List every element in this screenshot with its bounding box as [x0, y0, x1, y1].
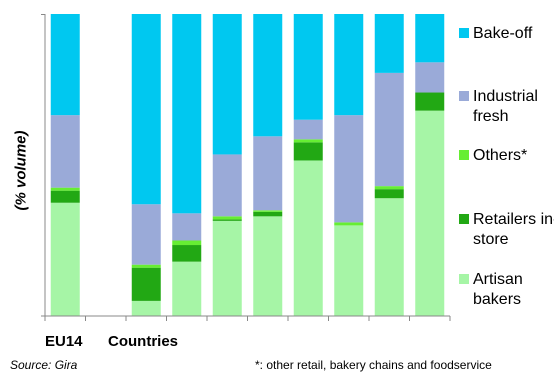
bar-segment-artisan-bakers [131, 300, 161, 316]
bar-segment-retailers-in-store [172, 245, 202, 262]
footnote: *: other retail, bakery chains and foods… [255, 358, 492, 372]
bar-segment-industrial-fresh [172, 213, 202, 241]
bar-segment-retailers-in-store [374, 189, 404, 199]
bar-segment-others [131, 264, 161, 268]
bar-segment-others [293, 139, 323, 143]
bar-segment-artisan-bakers [253, 216, 283, 316]
bar-segment-bake-off [293, 14, 323, 120]
bar-segment-others [172, 240, 202, 246]
bar-segment-bake-off [212, 14, 242, 155]
source-note: Source: Gira [10, 358, 78, 372]
bar-segment-retailers-in-store [131, 267, 161, 301]
bar-segment-industrial-fresh [50, 115, 80, 188]
bar-segment-industrial-fresh [131, 204, 161, 265]
bar-segment-bake-off [253, 14, 283, 137]
bar-segment-industrial-fresh [293, 119, 323, 140]
bar-segment-artisan-bakers [172, 261, 202, 316]
bar-segment-bake-off [172, 14, 202, 214]
bar-segment-bake-off [415, 14, 445, 63]
bar-segment-industrial-fresh [253, 136, 283, 211]
legend-label-retailers-in-store: Retailers in-store [473, 211, 554, 248]
bar-segment-industrial-fresh [374, 72, 404, 187]
bar-segment-others [212, 216, 242, 220]
legend-swatch-retailers-in-store [459, 214, 469, 224]
legend-label-bake-off: Bake-off [473, 25, 533, 42]
bar-segment-industrial-fresh [334, 115, 364, 223]
legend-swatch-others [459, 150, 469, 160]
legend-swatch-artisan-bakers [459, 274, 469, 284]
bar-segment-artisan-bakers [415, 110, 445, 316]
bar-segment-retailers-in-store [212, 219, 242, 221]
bar-segment-retailers-in-store [293, 142, 323, 161]
category-label-countries: Countries [108, 333, 179, 350]
bar-segment-others [374, 186, 404, 190]
bar-segment-industrial-fresh [212, 154, 242, 217]
bar-segment-artisan-bakers [374, 198, 404, 316]
bar-segment-industrial-fresh [415, 62, 445, 93]
y-axis-label: (% volume) [12, 130, 30, 211]
category-label-eu14: EU14 [45, 333, 83, 350]
legend-swatch-industrial-fresh [459, 91, 469, 101]
bar-segment-bake-off [334, 14, 364, 116]
bar-segment-bake-off [131, 14, 161, 205]
bar-segment-artisan-bakers [293, 160, 323, 316]
bar-segment-others [253, 210, 283, 212]
bar-segment-artisan-bakers [334, 225, 364, 316]
legend-label-others: Others* [473, 147, 528, 164]
bar-segment-retailers-in-store [50, 190, 80, 203]
bar-segment-bake-off [374, 14, 404, 73]
bar-segment-artisan-bakers [50, 202, 80, 316]
legend-item-bake-off: Bake-off [459, 24, 554, 44]
legend-item-others: Others* [459, 146, 554, 166]
legend-item-retailers-in-store: Retailers in-store [459, 210, 554, 250]
bar-segment-others [334, 222, 364, 226]
legend-item-industrial-fresh: Industrial fresh [459, 87, 554, 127]
bar-segment-others [50, 187, 80, 191]
legend-label-artisan-bakers: Artisan bakers [473, 271, 523, 308]
bar-segment-artisan-bakers [212, 220, 242, 316]
legend-swatch-bake-off [459, 28, 469, 38]
legend-label-industrial-fresh: Industrial fresh [473, 88, 538, 125]
legend-item-artisan-bakers: Artisan bakers [459, 270, 554, 310]
bar-segment-bake-off [50, 14, 80, 116]
bar-segment-retailers-in-store [253, 211, 283, 217]
bar-segment-retailers-in-store [415, 92, 445, 111]
